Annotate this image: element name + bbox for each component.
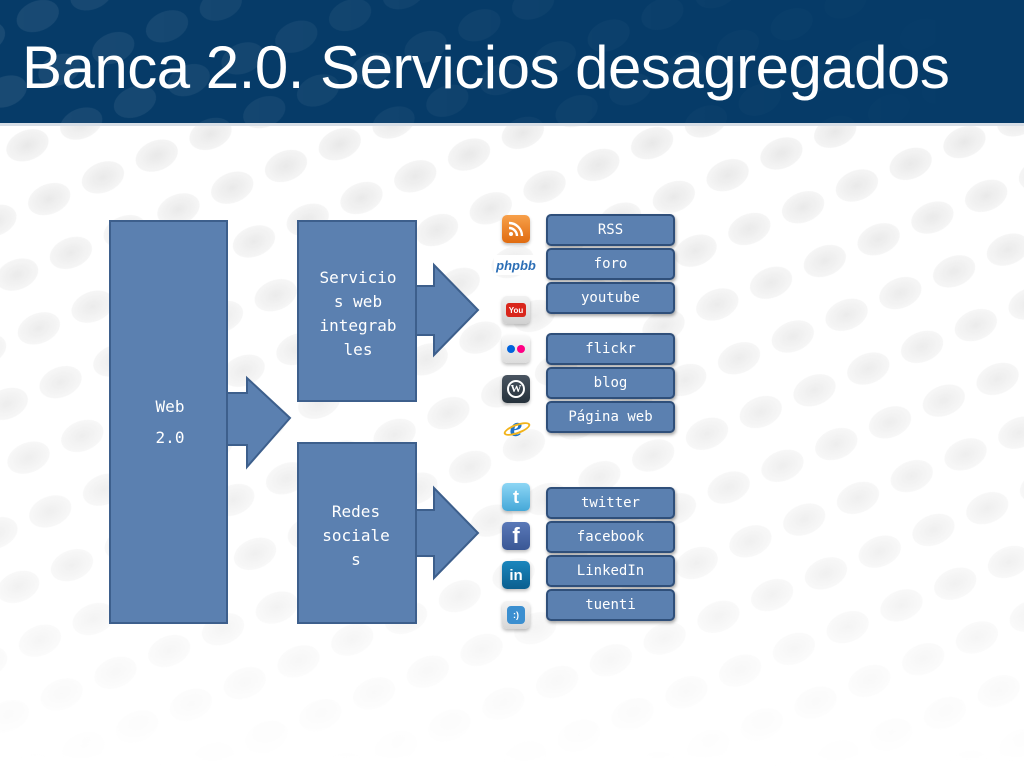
- group-label-line: s web: [334, 292, 382, 311]
- youtube-icon-text: You: [508, 305, 524, 315]
- group-label-line: Servicio: [319, 268, 396, 287]
- root-arrow: [226, 375, 292, 470]
- item-label: tuenti: [585, 597, 636, 613]
- root-label-line: 2.0: [156, 428, 185, 447]
- group-label-line: les: [344, 340, 373, 359]
- group-label-line: Redes: [332, 502, 380, 521]
- header-bar: [0, 0, 1024, 126]
- root-label-line: Web: [156, 397, 185, 416]
- item-label: RSS: [597, 222, 624, 238]
- header-dot-pattern: [0, 0, 1024, 126]
- youtube-icon: You: [502, 296, 530, 324]
- header-divider: [0, 123, 1024, 126]
- facebook-icon-text: f: [512, 523, 520, 548]
- item-blog[interactable]: blog: [546, 367, 675, 399]
- group-box-servicios: [297, 220, 417, 402]
- item-tuenti[interactable]: tuenti: [546, 589, 675, 621]
- flickr-icon: [502, 335, 530, 363]
- root-box: [109, 220, 228, 624]
- group-label-line: s: [351, 550, 361, 569]
- rss-icon: [502, 215, 530, 243]
- group-arrow-redes: [415, 485, 480, 581]
- phpbb-icon-text: phpbb: [496, 257, 536, 273]
- ie-icon-text: e: [509, 412, 523, 443]
- item-youtube[interactable]: youtube: [546, 282, 675, 314]
- page-title: Banca 2.0. Servicios desagregados: [22, 34, 950, 101]
- item-label: Página web: [568, 409, 653, 425]
- linkedin-icon-text: in: [509, 566, 523, 584]
- linkedin-icon: in: [502, 561, 530, 589]
- item-label: foro: [593, 256, 628, 272]
- item-rss[interactable]: RSS: [546, 214, 675, 246]
- item-label: LinkedIn: [576, 563, 645, 579]
- tuenti-icon-text: :): [513, 610, 519, 620]
- item-label: facebook: [576, 529, 645, 545]
- item-twitter[interactable]: twitter: [546, 487, 675, 519]
- group-label-line: integrab: [319, 316, 396, 335]
- item-facebook[interactable]: facebook: [546, 521, 675, 553]
- item-label: blog: [593, 375, 628, 391]
- item-linkedin[interactable]: LinkedIn: [546, 555, 675, 587]
- twitter-icon: t: [502, 483, 530, 511]
- item-label: youtube: [580, 290, 640, 306]
- item-label: flickr: [585, 341, 636, 357]
- phpbb-icon: phpbb: [494, 255, 538, 275]
- group-box-redes: [297, 442, 417, 624]
- group-label-line: sociale: [322, 526, 389, 545]
- item-foro[interactable]: foro: [546, 248, 675, 280]
- wordpress-icon-text: W: [510, 383, 522, 395]
- tuenti-icon: :): [502, 601, 530, 629]
- wordpress-icon: W: [502, 375, 530, 403]
- item-pagina-web[interactable]: Página web: [546, 401, 675, 433]
- item-label: twitter: [580, 495, 640, 511]
- group-arrow-servicios: [415, 262, 480, 358]
- internet-explorer-icon: e: [502, 412, 532, 443]
- item-flickr[interactable]: flickr: [546, 333, 675, 365]
- twitter-icon-text: t: [513, 486, 519, 507]
- facebook-icon: f: [502, 522, 530, 550]
